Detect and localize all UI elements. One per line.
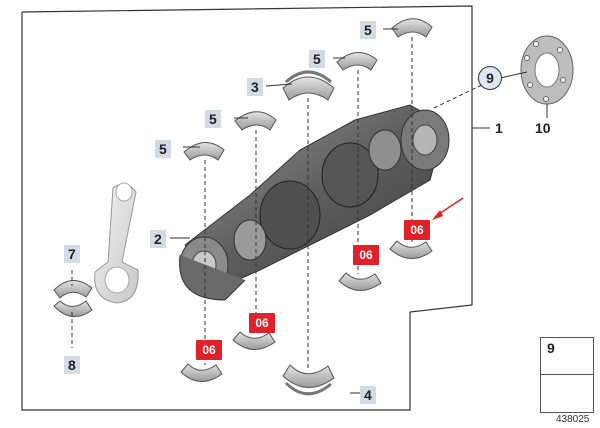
- badge-06-c: 06: [353, 245, 379, 265]
- axis-dash: [433, 81, 489, 109]
- bearing-shell-lower-d: [389, 240, 433, 259]
- callout-7: 7: [64, 245, 80, 263]
- callout-5a: 5: [155, 140, 171, 158]
- crankshaft: [179, 104, 450, 301]
- red-arrow-head: [432, 210, 443, 220]
- bearing-shell-5a: [183, 142, 225, 161]
- bearing-shell-lower-b: [232, 331, 276, 350]
- bearing-shell-7: [53, 280, 93, 299]
- legend-item-number: 9: [547, 340, 555, 356]
- badge-06-b: 06: [249, 313, 275, 333]
- leader-9: [499, 71, 528, 79]
- callout-8: 8: [64, 356, 80, 374]
- bearing-shell-4: [282, 364, 335, 396]
- bearing-shell-5c: [336, 52, 378, 71]
- callout-5b: 5: [205, 110, 221, 128]
- bearing-shell-5d: [391, 18, 433, 38]
- callout-2: 2: [150, 230, 166, 248]
- callout-3: 3: [247, 78, 263, 96]
- callout-4: 4: [360, 386, 376, 404]
- callout-10: 10: [535, 120, 551, 136]
- badge-06-d: 06: [404, 220, 430, 240]
- flywheel-plate: [520, 35, 574, 105]
- callout-1: 1: [495, 120, 503, 136]
- leader-lines: [170, 28, 490, 394]
- thrust-bearing-3: [282, 70, 335, 101]
- bearing-shell-lower-a: [180, 363, 223, 382]
- badge-06-a: 06: [196, 340, 222, 360]
- bearing-shell-lower-c: [338, 272, 382, 291]
- callout-5c: 5: [309, 50, 325, 68]
- dashed-guides: [71, 37, 413, 370]
- bearing-shell-5b: [234, 111, 277, 131]
- callout-9: 9: [478, 66, 502, 90]
- assembly-frame: [21, 5, 473, 411]
- diagram-id: 438025: [556, 414, 590, 425]
- bearing-shell-8: [53, 300, 93, 317]
- connecting-rod: [94, 182, 139, 304]
- legend-box-bottom: [540, 374, 594, 413]
- callout-5d: 5: [360, 21, 376, 39]
